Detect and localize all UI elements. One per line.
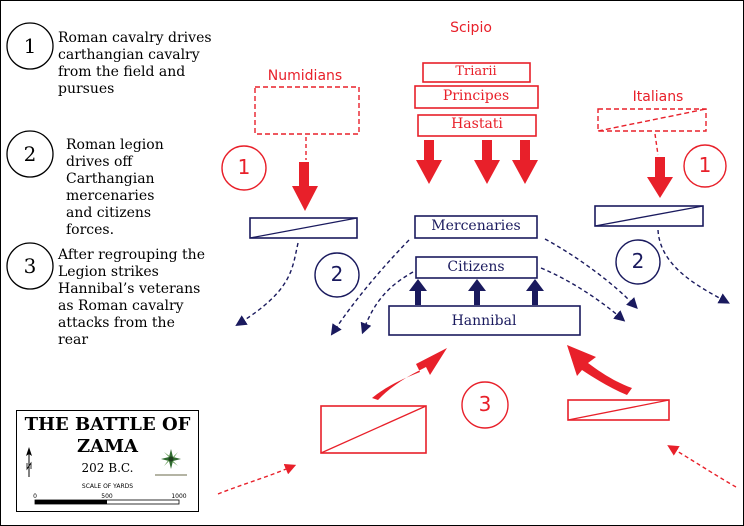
hastati-box <box>417 114 537 137</box>
citizens-box <box>415 256 538 279</box>
circle-1-left <box>221 145 267 191</box>
legend-circle-1 <box>6 22 54 70</box>
circle-3-number: 3 <box>478 392 492 416</box>
mercenaries-label: Mercenaries <box>431 218 521 234</box>
mercenaries-right-retreat <box>544 238 638 310</box>
incoming-left <box>217 464 297 495</box>
cavalry-rear-diagonal <box>567 399 670 421</box>
cavalry-left-diagonal <box>249 217 358 239</box>
legion-left-diagonal <box>320 405 427 454</box>
carthaginian-cavalry-right <box>594 205 704 227</box>
italians-dash <box>654 133 659 156</box>
incoming-right <box>667 445 737 488</box>
map-title-line2: ZAMA <box>77 436 138 457</box>
navy-arrow-up <box>526 279 544 305</box>
red-arrow-down <box>416 140 442 184</box>
italians-label: Italians <box>632 89 684 105</box>
incoming-arrows <box>217 445 737 495</box>
cavalry-left-retreat <box>235 242 299 327</box>
circle-1-right <box>683 144 727 188</box>
red-arrow-down <box>474 140 500 184</box>
numidians-label: Numidians <box>267 68 343 84</box>
roman-cavalry-left-arrow <box>292 162 318 211</box>
hannibal-box <box>388 305 581 336</box>
navy-arrow-up <box>409 279 427 305</box>
circle-1-left-number: 1 <box>237 155 251 179</box>
scale-tick-1000: 1000 <box>171 493 187 500</box>
carthaginian-cavalry-left <box>249 217 358 239</box>
circle-2-right-number: 2 <box>631 249 645 273</box>
cavalry-right-diagonal <box>594 205 704 227</box>
principes-label: Principes <box>442 88 510 104</box>
map-title-box: THE BATTLE OF ZAMA 202 B.C. SCALE OF YAR… <box>16 410 199 512</box>
retreat-arrows <box>235 229 730 336</box>
numidians-box <box>254 86 360 135</box>
north-arrow-icon <box>26 447 32 477</box>
roman-cavalry-rear <box>567 399 670 421</box>
triarii-box <box>422 62 531 83</box>
legend-number-1: 1 <box>23 34 37 58</box>
mercenaries-box <box>414 215 538 239</box>
legend-text-3: After regrouping the Legion strikes Hann… <box>58 247 205 348</box>
triarii-label: Triarii <box>455 64 497 79</box>
citizens-label: Citizens <box>447 259 505 275</box>
scale-label: SCALE OF YARDS <box>81 483 134 490</box>
citizens-left-retreat <box>360 271 414 335</box>
mercenaries-left-retreat <box>330 239 410 336</box>
roman-legion-left <box>320 405 427 454</box>
principes-box <box>414 85 539 109</box>
map-date: 202 B.C. <box>81 461 134 475</box>
italians-diagonal <box>597 108 707 132</box>
scale-tick-500: 500 <box>101 493 113 500</box>
italians-box <box>597 108 707 132</box>
legend-circle-3 <box>6 242 54 290</box>
navy-arrow-up <box>468 279 486 305</box>
circle-2-left-number: 2 <box>330 262 344 286</box>
legend-number-2: 2 <box>23 142 37 166</box>
map-box-graphics <box>26 447 187 505</box>
circle-1-right-number: 1 <box>698 153 712 177</box>
cavalry-assault-arrow <box>567 345 632 395</box>
hannibal-support-arrows <box>409 279 544 305</box>
legend-text-1: Roman cavalry drives carthangian cavalry… <box>58 30 212 97</box>
hastati-label: Hastati <box>451 116 503 132</box>
scipio-label: Scipio <box>450 20 492 36</box>
final-assault-arrows <box>372 345 632 400</box>
legend-number-3: 3 <box>23 254 37 278</box>
hannibal-label: Hannibal <box>451 313 517 329</box>
map-title-line1: THE BATTLE OF <box>24 414 191 435</box>
citizens-right-retreat <box>540 267 626 322</box>
legion-assault-arrow <box>372 348 447 400</box>
scale-bar <box>34 499 180 505</box>
legend-text-2: Roman legion drives off Carthangian merc… <box>66 137 164 238</box>
circle-2-left <box>314 252 360 298</box>
roman-cavalry-right-arrow <box>647 157 673 198</box>
legend-circle-2 <box>6 130 54 178</box>
circle-3 <box>461 381 509 429</box>
red-arrow-down <box>512 140 538 184</box>
hastati-advance-arrows <box>292 140 673 211</box>
scale-tick-0: 0 <box>33 493 37 500</box>
cavalry-right-retreat <box>657 229 730 304</box>
compass-rose-icon <box>161 449 181 469</box>
circle-2-right <box>615 239 661 285</box>
